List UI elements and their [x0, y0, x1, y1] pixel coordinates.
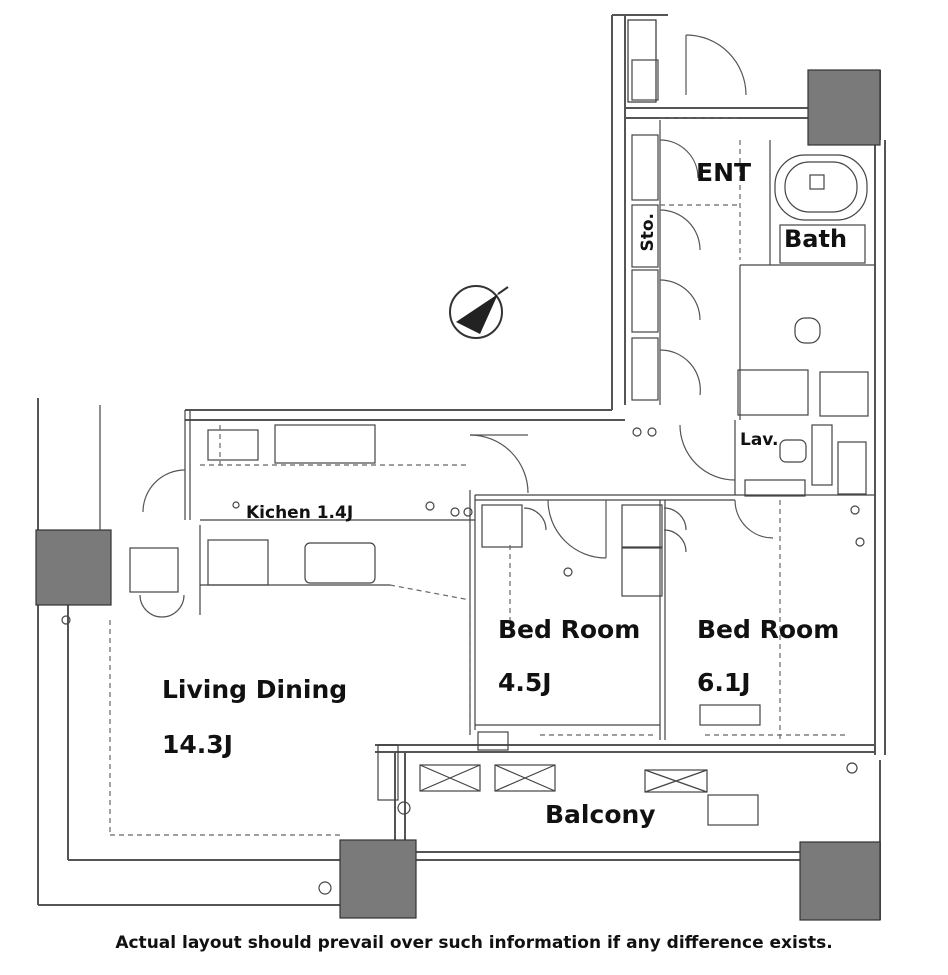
room-label-kitchen: Kichen 1.4J: [246, 503, 354, 523]
markers: [61, 427, 865, 895]
room-label-bath: Bath: [784, 225, 848, 253]
closets: [129, 59, 867, 597]
room-label-bedroom-1: Bed Room: [498, 615, 641, 644]
room-size-bedroom-2: 6.1J: [697, 668, 751, 697]
room-label-storage: Sto.: [638, 213, 658, 252]
north-arrow-icon: [449, 285, 509, 339]
room-label-bedroom-2: Bed Room: [697, 615, 840, 644]
balcony-units: [377, 731, 759, 826]
door-swings: [139, 34, 774, 618]
room-label-living-dining: Living Dining: [162, 675, 348, 704]
room-label-entrance: ENT: [696, 158, 752, 187]
structural-columns: [35, 19, 881, 921]
room-label-lavatory: Lav.: [740, 430, 779, 450]
dashed-guides: [109, 117, 845, 836]
fixtures: [207, 154, 869, 726]
exterior-walls: [37, 14, 886, 920]
room-label-balcony: Balcony: [545, 800, 656, 829]
room-size-bedroom-1: 4.5J: [498, 668, 552, 697]
disclaimer-text: Actual layout should prevail over such i…: [115, 933, 833, 953]
room-size-living-dining: 14.3J: [162, 730, 233, 759]
